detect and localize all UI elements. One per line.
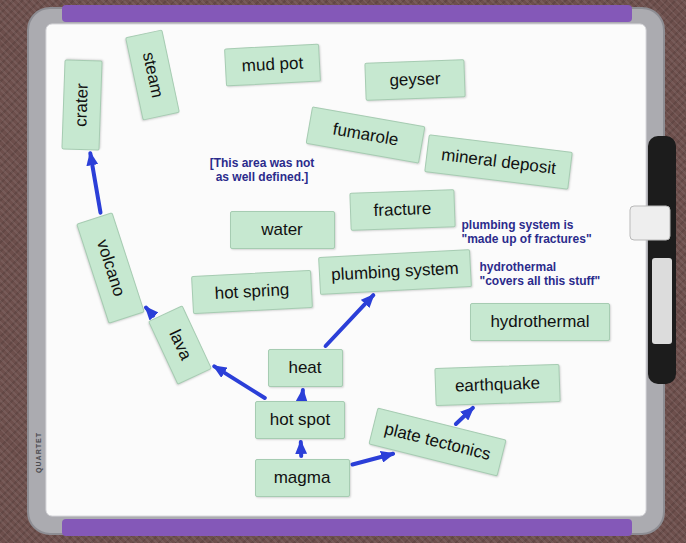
card-text: mineral deposit: [440, 145, 557, 179]
card-text: hydrothermal: [490, 312, 589, 332]
card-text: plate tectonics: [382, 419, 492, 465]
arrow-connector: [90, 153, 100, 212]
card-text: hot spring: [214, 280, 290, 304]
arrow-connector: [300, 390, 305, 398]
concept-card: heat: [268, 349, 343, 387]
card-text: earthquake: [454, 374, 540, 397]
arrow-connector: [214, 366, 264, 398]
brand-name: QUARTET: [34, 432, 41, 473]
concept-card: hydrothermal: [470, 303, 610, 341]
marker-clip: [630, 206, 670, 240]
marker-label: [652, 258, 672, 344]
card-text: heat: [288, 358, 321, 378]
annotation-note: plumbing system is "made up of fractures…: [462, 218, 595, 247]
concept-card: mud pot: [224, 44, 321, 87]
arrow-connector: [326, 295, 374, 346]
concept-card: fumarole: [305, 106, 425, 163]
concept-card: plate tectonics: [368, 407, 506, 476]
card-text: water: [261, 220, 303, 240]
annotation-note: hydrothermal "covers all this stuff": [480, 260, 603, 289]
card-text: fumarole: [331, 119, 400, 150]
concept-card: water: [230, 211, 335, 249]
card-text: lava: [164, 327, 195, 364]
card-text: magma: [274, 468, 331, 488]
concept-card: steam: [125, 29, 180, 120]
concept-card: earthquake: [434, 364, 560, 406]
concept-card: fracture: [349, 189, 455, 231]
arrow-connector: [146, 308, 153, 316]
annotation-note: [This area was not as well defined.]: [209, 156, 316, 185]
arrow-connector: [299, 442, 303, 456]
concept-card: hot spot: [255, 401, 345, 439]
marker-body: [648, 136, 676, 384]
concept-card: hot spring: [191, 270, 313, 314]
card-text: geyser: [389, 69, 441, 91]
card-text: steam: [137, 50, 166, 99]
card-text: crater: [71, 83, 93, 127]
concept-card: crater: [61, 59, 102, 150]
card-text: volcano: [91, 237, 128, 299]
card-text: plumbing system: [331, 259, 459, 286]
arrow-connector: [353, 454, 394, 465]
card-text: hot spot: [270, 410, 331, 430]
concept-card: lava: [148, 305, 212, 385]
frame-bar: [62, 519, 632, 536]
concept-card: plumbing system: [318, 249, 472, 295]
card-text: mud pot: [241, 53, 303, 76]
frame-bar: [62, 5, 632, 22]
concept-card: mineral deposit: [424, 134, 573, 189]
board-frame: [28, 8, 664, 534]
concept-card: volcano: [76, 212, 145, 324]
concept-card: magma: [255, 459, 350, 497]
card-text: fracture: [373, 199, 431, 221]
concept-card: geyser: [364, 59, 465, 100]
board-surface: [46, 24, 646, 516]
arrow-connector: [456, 408, 473, 424]
